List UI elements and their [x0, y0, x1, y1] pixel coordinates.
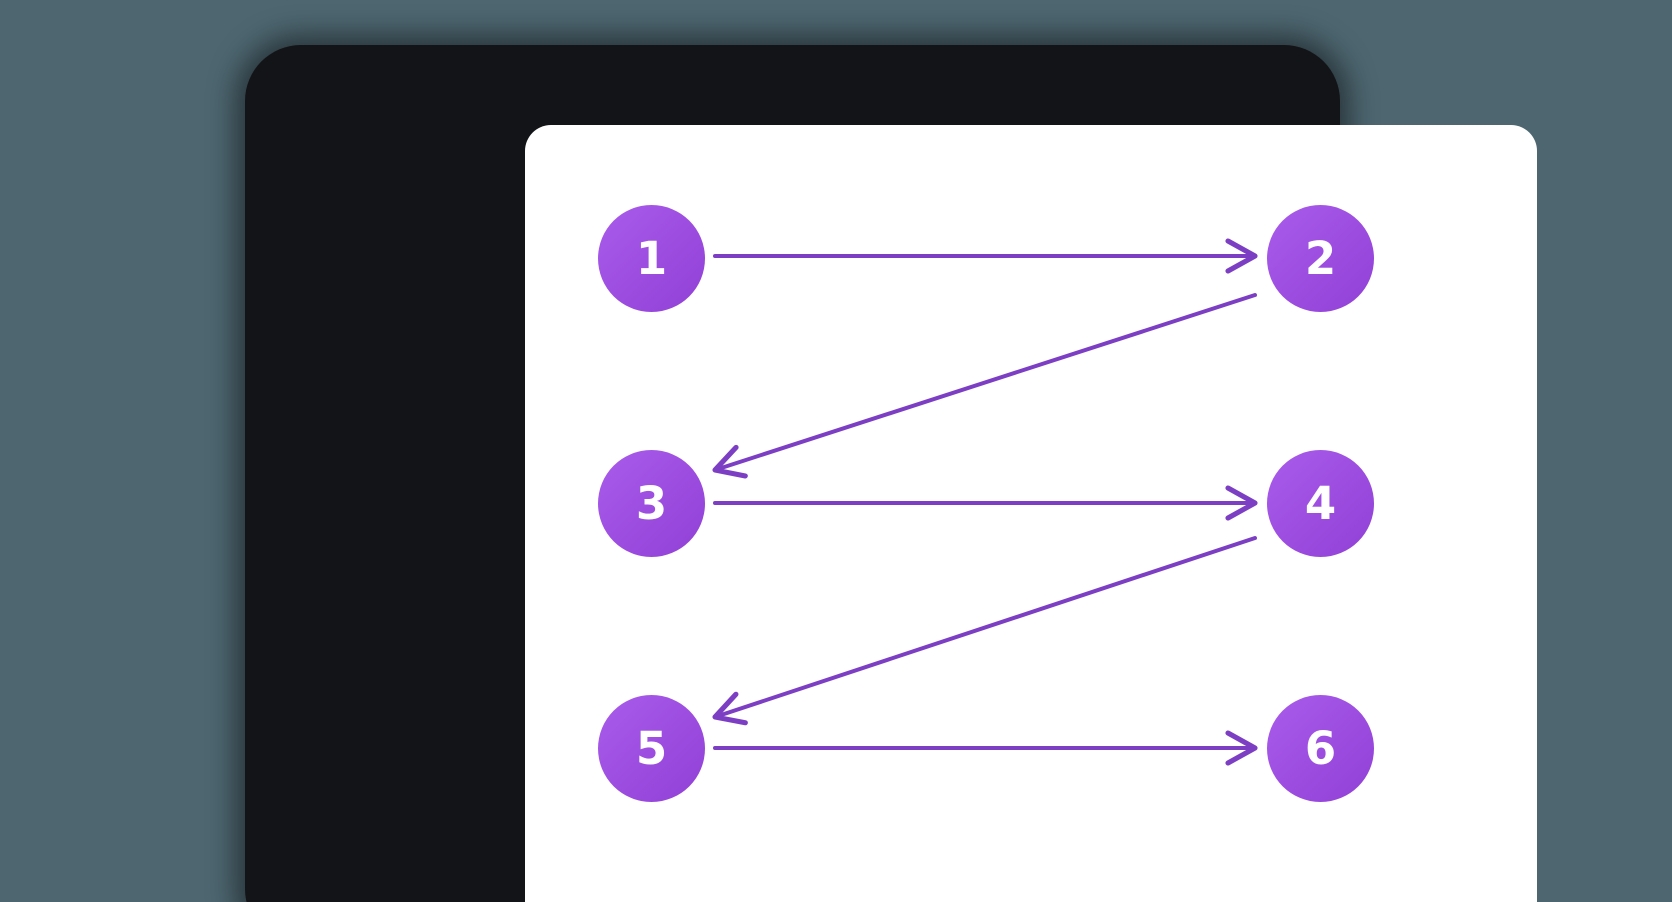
- device-screen: 1 2 3 4 5 6: [525, 125, 1537, 902]
- diagram-edge-layer: [712, 238, 1258, 766]
- diagram-node-label: 4: [1304, 477, 1337, 530]
- diagram-edge-2-to-3[interactable]: [712, 293, 1257, 479]
- diagram-node-4[interactable]: 4: [1267, 450, 1374, 557]
- diagram-node-3[interactable]: 3: [598, 450, 705, 557]
- diagram-node-label: 2: [1304, 232, 1337, 285]
- diagram-node-5[interactable]: 5: [598, 695, 705, 802]
- diagram-node-2[interactable]: 2: [1267, 205, 1374, 312]
- diagram-node-label: 1: [635, 232, 668, 285]
- diagram-node-label: 3: [635, 477, 668, 530]
- diagram-node-1[interactable]: 1: [598, 205, 705, 312]
- diagram-node-6[interactable]: 6: [1267, 695, 1374, 802]
- device-frame: 1 2 3 4 5 6: [245, 45, 1537, 902]
- diagram-node-label: 5: [635, 722, 668, 775]
- diagram-edge-4-to-5[interactable]: [712, 536, 1257, 726]
- diagram-canvas: 1 2 3 4 5 6: [525, 125, 1537, 902]
- diagram-node-label: 6: [1304, 722, 1337, 775]
- edges-group: [712, 238, 1258, 766]
